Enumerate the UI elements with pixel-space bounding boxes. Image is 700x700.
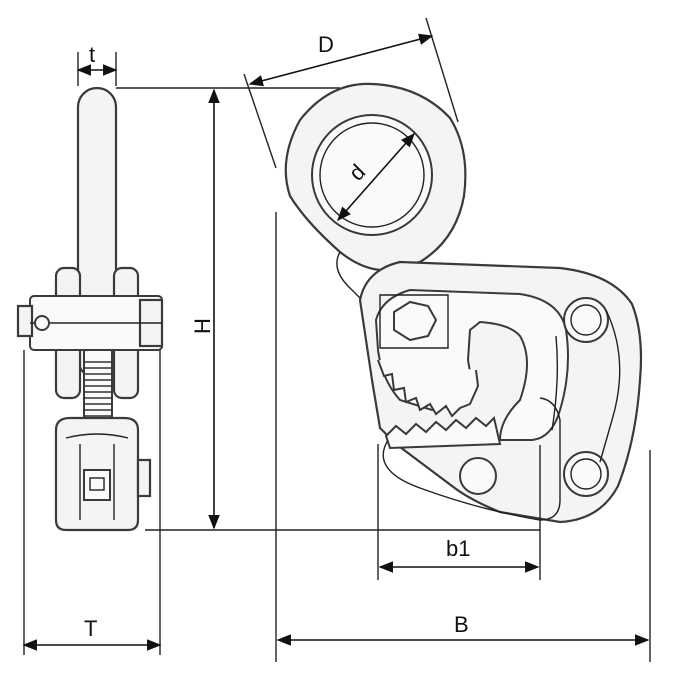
front-hex-bolt [393, 300, 438, 342]
front-hole-lower [459, 457, 497, 495]
front-jaw-pad [384, 416, 502, 450]
front-cam-teeth [377, 359, 480, 418]
dim-t-label: t [89, 42, 95, 67]
dim-H: H [116, 87, 540, 531]
side-bolt-head [16, 304, 34, 338]
side-cotter [34, 315, 50, 331]
side-thread [84, 361, 112, 417]
dim-b1-label: b1 [446, 536, 470, 561]
side-jaw-pad [136, 458, 152, 498]
front-eye-hole [311, 114, 433, 236]
dim-D-label: D [318, 32, 334, 57]
dim-D-line [248, 33, 434, 87]
dim-B-label: B [454, 612, 469, 637]
front-spring [382, 397, 561, 521]
side-view: t T [16, 42, 164, 655]
dim-d-line [337, 132, 415, 222]
side-jaw-slot [83, 469, 111, 501]
dim-H-label: H [190, 318, 215, 334]
dim-T-label: T [84, 616, 97, 641]
front-view: D d b1 B [243, 17, 651, 662]
